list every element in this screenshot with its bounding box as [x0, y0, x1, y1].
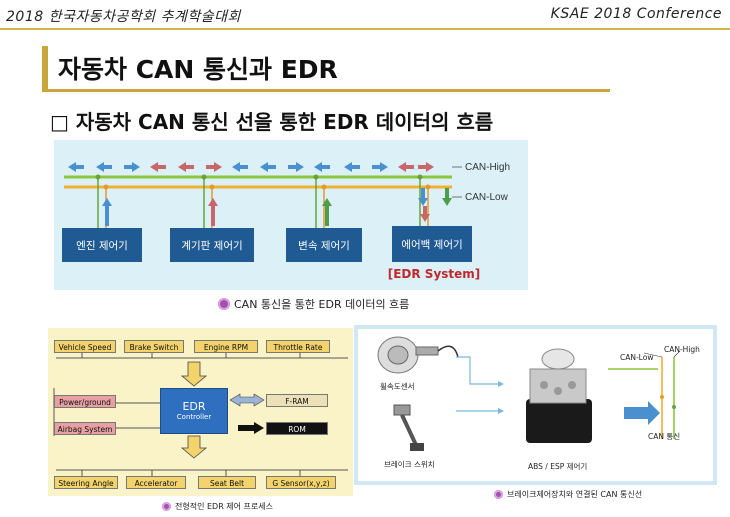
can-low-label: CAN-Low: [465, 192, 509, 203]
edr-controller-box: EDR Controller: [160, 388, 228, 434]
can-high-label: CAN-High: [664, 345, 700, 354]
arrow-up-icon: [208, 198, 218, 226]
input-box: Power/ground: [54, 395, 116, 408]
can-low-label: CAN-Low: [620, 353, 654, 362]
arrow-up-icon: [322, 198, 332, 226]
input-box: Brake Switch: [124, 340, 184, 353]
arrow-right-icon: [372, 162, 388, 172]
wheel-speed-sensor-icon: [377, 336, 459, 374]
caption-text: CAN 통신을 통한 EDR 데이터의 흐름: [234, 298, 410, 311]
arrow-down-icon: [418, 188, 428, 206]
bottom-right-caption: 브레이크제어장치와 연결된 CAN 통신선: [494, 489, 642, 500]
arrow-left-icon: [150, 162, 166, 172]
memory-box: ROM: [266, 422, 328, 435]
top-diagram-caption: CAN 통신을 통한 EDR 데이터의 흐름: [218, 296, 409, 312]
arrow-left-icon: [398, 162, 414, 172]
arrow-down-icon: [442, 188, 452, 206]
abs-unit-label: ABS / ESP 제어기: [528, 462, 588, 471]
transmission-controller-box: [286, 228, 362, 262]
memory-box: F-RAM: [266, 394, 328, 407]
controller-label: 엔진 제어기: [76, 240, 128, 252]
input-box: G Sensor(x,y,z): [266, 476, 336, 489]
controller-label: 변속 제어기: [298, 240, 350, 252]
arrow-right-icon: [624, 401, 660, 425]
arrow-left-icon: [260, 162, 276, 172]
arrow-right-icon: [124, 162, 140, 172]
can-message-arrows: [68, 162, 434, 172]
arrow-left-icon: [232, 162, 248, 172]
arrow-up-icon: [102, 198, 112, 226]
flower-bullet-icon: [162, 502, 171, 511]
edr-system-tag: [EDR System]: [388, 267, 481, 281]
controller-label: 에어백 제어기: [401, 239, 462, 251]
edr-process-diagram: Vehicle Speed Brake Switch Engine RPM Th…: [48, 328, 353, 496]
input-box: Airbag System: [54, 422, 116, 435]
header-left: 2018 한국자동차공학회 추계학술대회: [6, 9, 241, 25]
input-box: Steering Angle: [54, 476, 118, 489]
can-comm-label: CAN 통신: [648, 432, 681, 441]
brake-can-drawing: [377, 336, 681, 451]
caption-text: 전형적인 EDR 제어 프로세스: [175, 502, 274, 511]
wheel-sensor-label: 휠속도센서: [380, 382, 415, 391]
header-divider: [0, 28, 730, 30]
section-subtitle: □ 자동차 CAN 통신 선을 통한 EDR 데이터의 흐름: [50, 110, 494, 134]
airbag-controller-box: [392, 226, 472, 262]
header-right: KSAE 2018 Conference: [550, 6, 722, 22]
input-box: Engine RPM: [194, 340, 258, 353]
edr-controller-sub: Controller: [176, 413, 212, 421]
title-accent-bar: [42, 46, 48, 90]
arrow-right-icon: [288, 162, 304, 172]
abs-esp-unit-icon: [526, 348, 592, 443]
edr-process-lines: [53, 348, 348, 476]
flower-bullet-icon: [494, 490, 503, 499]
arrow-down-icon: [420, 206, 430, 222]
arrow-right-icon: [206, 162, 222, 172]
arrow-down-icon: [180, 361, 208, 387]
brake-pedal-icon: [393, 404, 424, 451]
cluster-controller-box: [170, 228, 254, 262]
can-bus-diagram: CAN-High CAN-Low 엔진 제어기 계기판 제어기 변속 제어기 에…: [54, 140, 528, 290]
arrow-right-icon: [238, 422, 264, 434]
bottom-left-caption: 전형적인 EDR 제어 프로세스: [162, 501, 273, 512]
arrow-left-icon: [344, 162, 360, 172]
arrow-left-icon: [68, 162, 84, 172]
arrow-bidirectional-icon: [229, 393, 265, 407]
caption-text: 브레이크제어장치와 연결된 CAN 통신선: [507, 490, 643, 499]
flower-bullet-icon: [218, 298, 230, 310]
input-box: Vehicle Speed: [54, 340, 116, 353]
page-title: 자동차 CAN 통신과 EDR: [58, 55, 338, 84]
arrow-left-icon: [178, 162, 194, 172]
arrow-left-icon: [96, 162, 112, 172]
input-box: Accelerator: [126, 476, 186, 489]
arrow-up-icon: [180, 435, 208, 459]
engine-controller-box: [62, 228, 142, 262]
arrow-left-icon: [314, 162, 330, 172]
controller-links: [95, 174, 452, 228]
brake-can-panel: 휠속도센서 브레이크 스위치 ABS / ESP 제어기 CAN-Low CAN…: [354, 325, 717, 485]
input-box: Throttle Rate: [266, 340, 330, 353]
controller-label: 계기판 제어기: [181, 240, 242, 252]
edr-controller-title: EDR: [182, 400, 206, 413]
arrow-right-icon: [418, 162, 434, 172]
brake-switch-label: 브레이크 스위치: [384, 460, 435, 469]
title-underline: [42, 89, 610, 92]
input-box: Seat Belt: [198, 476, 256, 489]
can-high-label: CAN-High: [465, 162, 510, 173]
